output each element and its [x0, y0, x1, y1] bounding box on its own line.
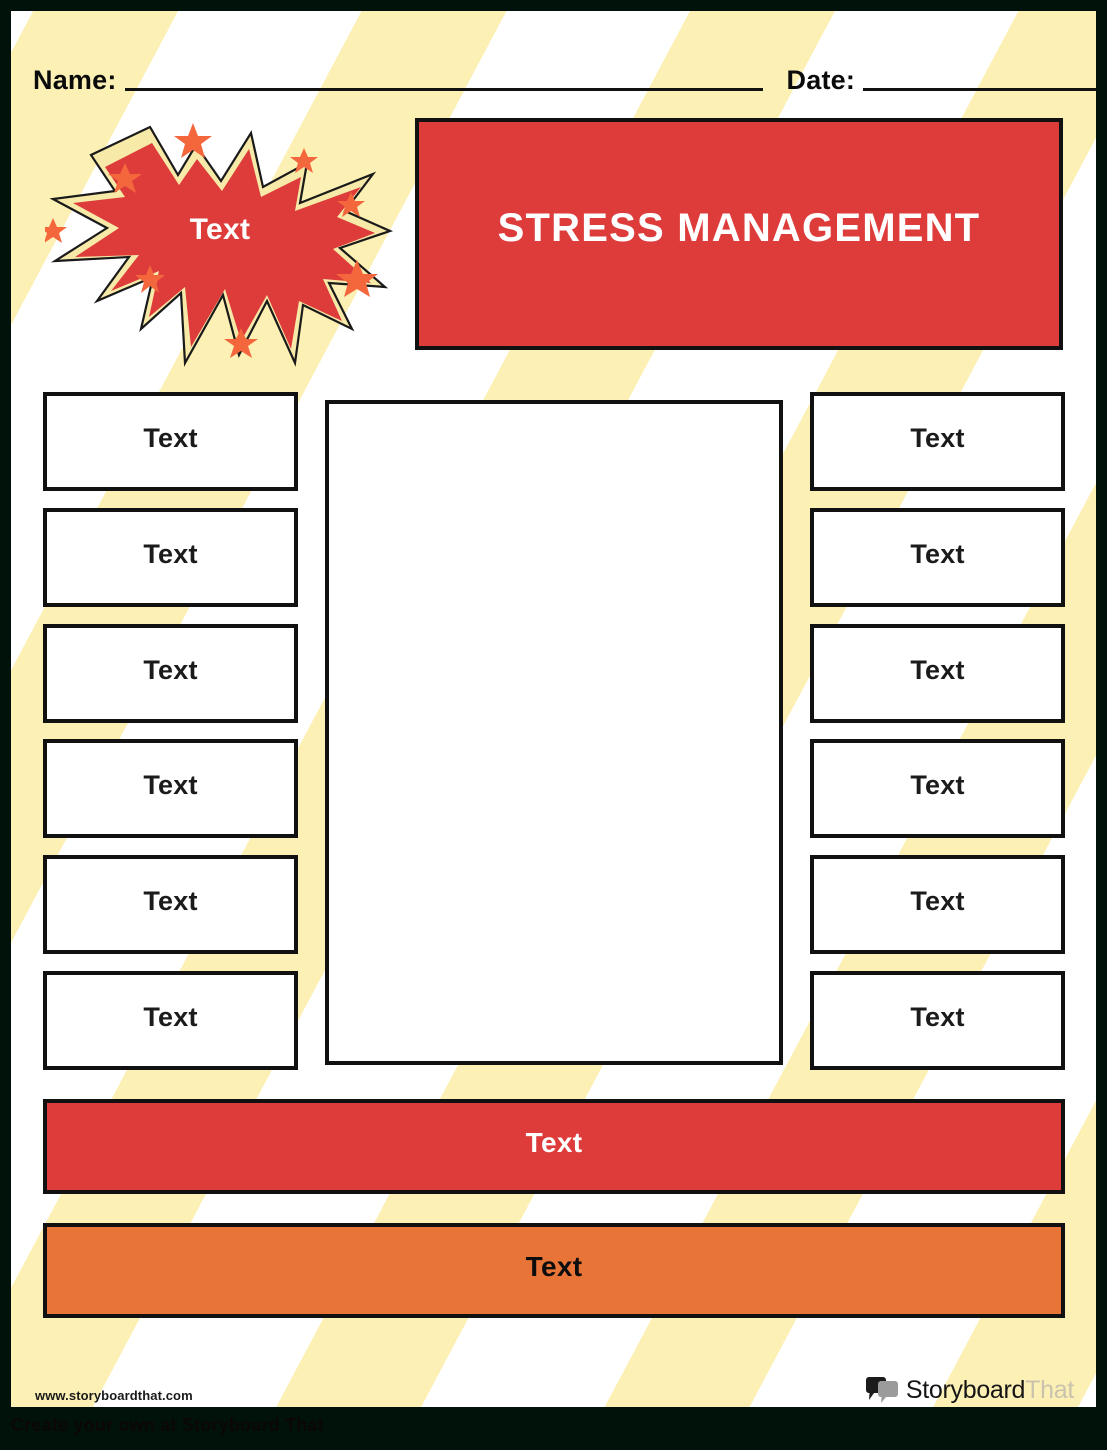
right-text-box-4[interactable]: Text — [810, 739, 1065, 839]
left-text-box-6[interactable]: Text — [43, 970, 298, 1070]
columns-area: Text Text Text Text Text Text — [43, 392, 1065, 1070]
right-text-box-3[interactable]: Text — [810, 623, 1065, 723]
left-text-box-6-label: Text — [143, 1001, 198, 1032]
starburst-badge[interactable]: Text — [45, 115, 395, 367]
right-column: Text Text Text Text Text Text — [810, 392, 1065, 1070]
worksheet-content: Name: Date: — [11, 11, 1096, 1407]
starburst-icon — [45, 123, 394, 367]
name-label: Name: — [33, 65, 117, 95]
left-text-box-2[interactable]: Text — [43, 507, 298, 607]
right-text-box-4-label: Text — [910, 770, 965, 801]
orange-wide-banner-label: Text — [525, 1250, 583, 1282]
name-input-line[interactable] — [124, 88, 763, 91]
red-wide-banner-label: Text — [525, 1126, 583, 1158]
worksheet-sheet: Name: Date: — [11, 11, 1096, 1407]
red-wide-banner[interactable]: Text — [43, 1099, 1065, 1194]
date-label: Date: — [786, 65, 856, 95]
logo-word-that: That — [1025, 1376, 1074, 1404]
create-your-own-caption: Create your own at Storyboard That — [11, 1415, 324, 1435]
footer-website-url[interactable]: www.storyboardthat.com — [35, 1388, 193, 1403]
decorative-stars — [45, 123, 378, 358]
left-text-box-4[interactable]: Text — [43, 739, 298, 839]
right-text-box-5[interactable]: Text — [810, 855, 1065, 955]
name-date-row: Name: Date: — [33, 55, 1096, 95]
right-text-box-1[interactable]: Text — [810, 392, 1065, 491]
logo-word-storyboard: Storyboard — [905, 1376, 1026, 1404]
right-text-box-2[interactable]: Text — [810, 507, 1065, 607]
date-input-line[interactable] — [863, 88, 1096, 91]
right-text-box-2-label: Text — [910, 538, 965, 569]
page-title: STRESS MANAGEMENT — [497, 205, 981, 250]
left-text-box-2-label: Text — [143, 538, 198, 569]
right-text-box-5-label: Text — [910, 886, 965, 917]
left-text-box-5-label: Text — [143, 886, 198, 917]
left-text-box-1-label: Text — [143, 423, 198, 453]
left-text-box-3[interactable]: Text — [43, 623, 298, 723]
speech-bubbles-icon — [865, 1377, 898, 1403]
title-banner[interactable]: STRESS MANAGEMENT — [415, 118, 1063, 350]
center-drawing-box[interactable] — [325, 400, 783, 1065]
left-text-box-3-label: Text — [143, 654, 198, 685]
storyboardthat-logo[interactable]: StoryboardThat — [865, 1377, 1074, 1403]
right-text-box-6-label: Text — [910, 1001, 965, 1032]
logo-wordmark: StoryboardThat — [906, 1377, 1074, 1403]
right-text-box-1-label: Text — [910, 423, 965, 453]
left-text-box-1[interactable]: Text — [43, 392, 298, 491]
left-column: Text Text Text Text Text Text — [43, 392, 298, 1070]
left-text-box-4-label: Text — [143, 770, 198, 801]
left-text-box-5[interactable]: Text — [43, 855, 298, 955]
right-text-box-3-label: Text — [910, 654, 965, 685]
orange-wide-banner[interactable]: Text — [43, 1223, 1065, 1318]
right-text-box-6[interactable]: Text — [810, 970, 1065, 1070]
